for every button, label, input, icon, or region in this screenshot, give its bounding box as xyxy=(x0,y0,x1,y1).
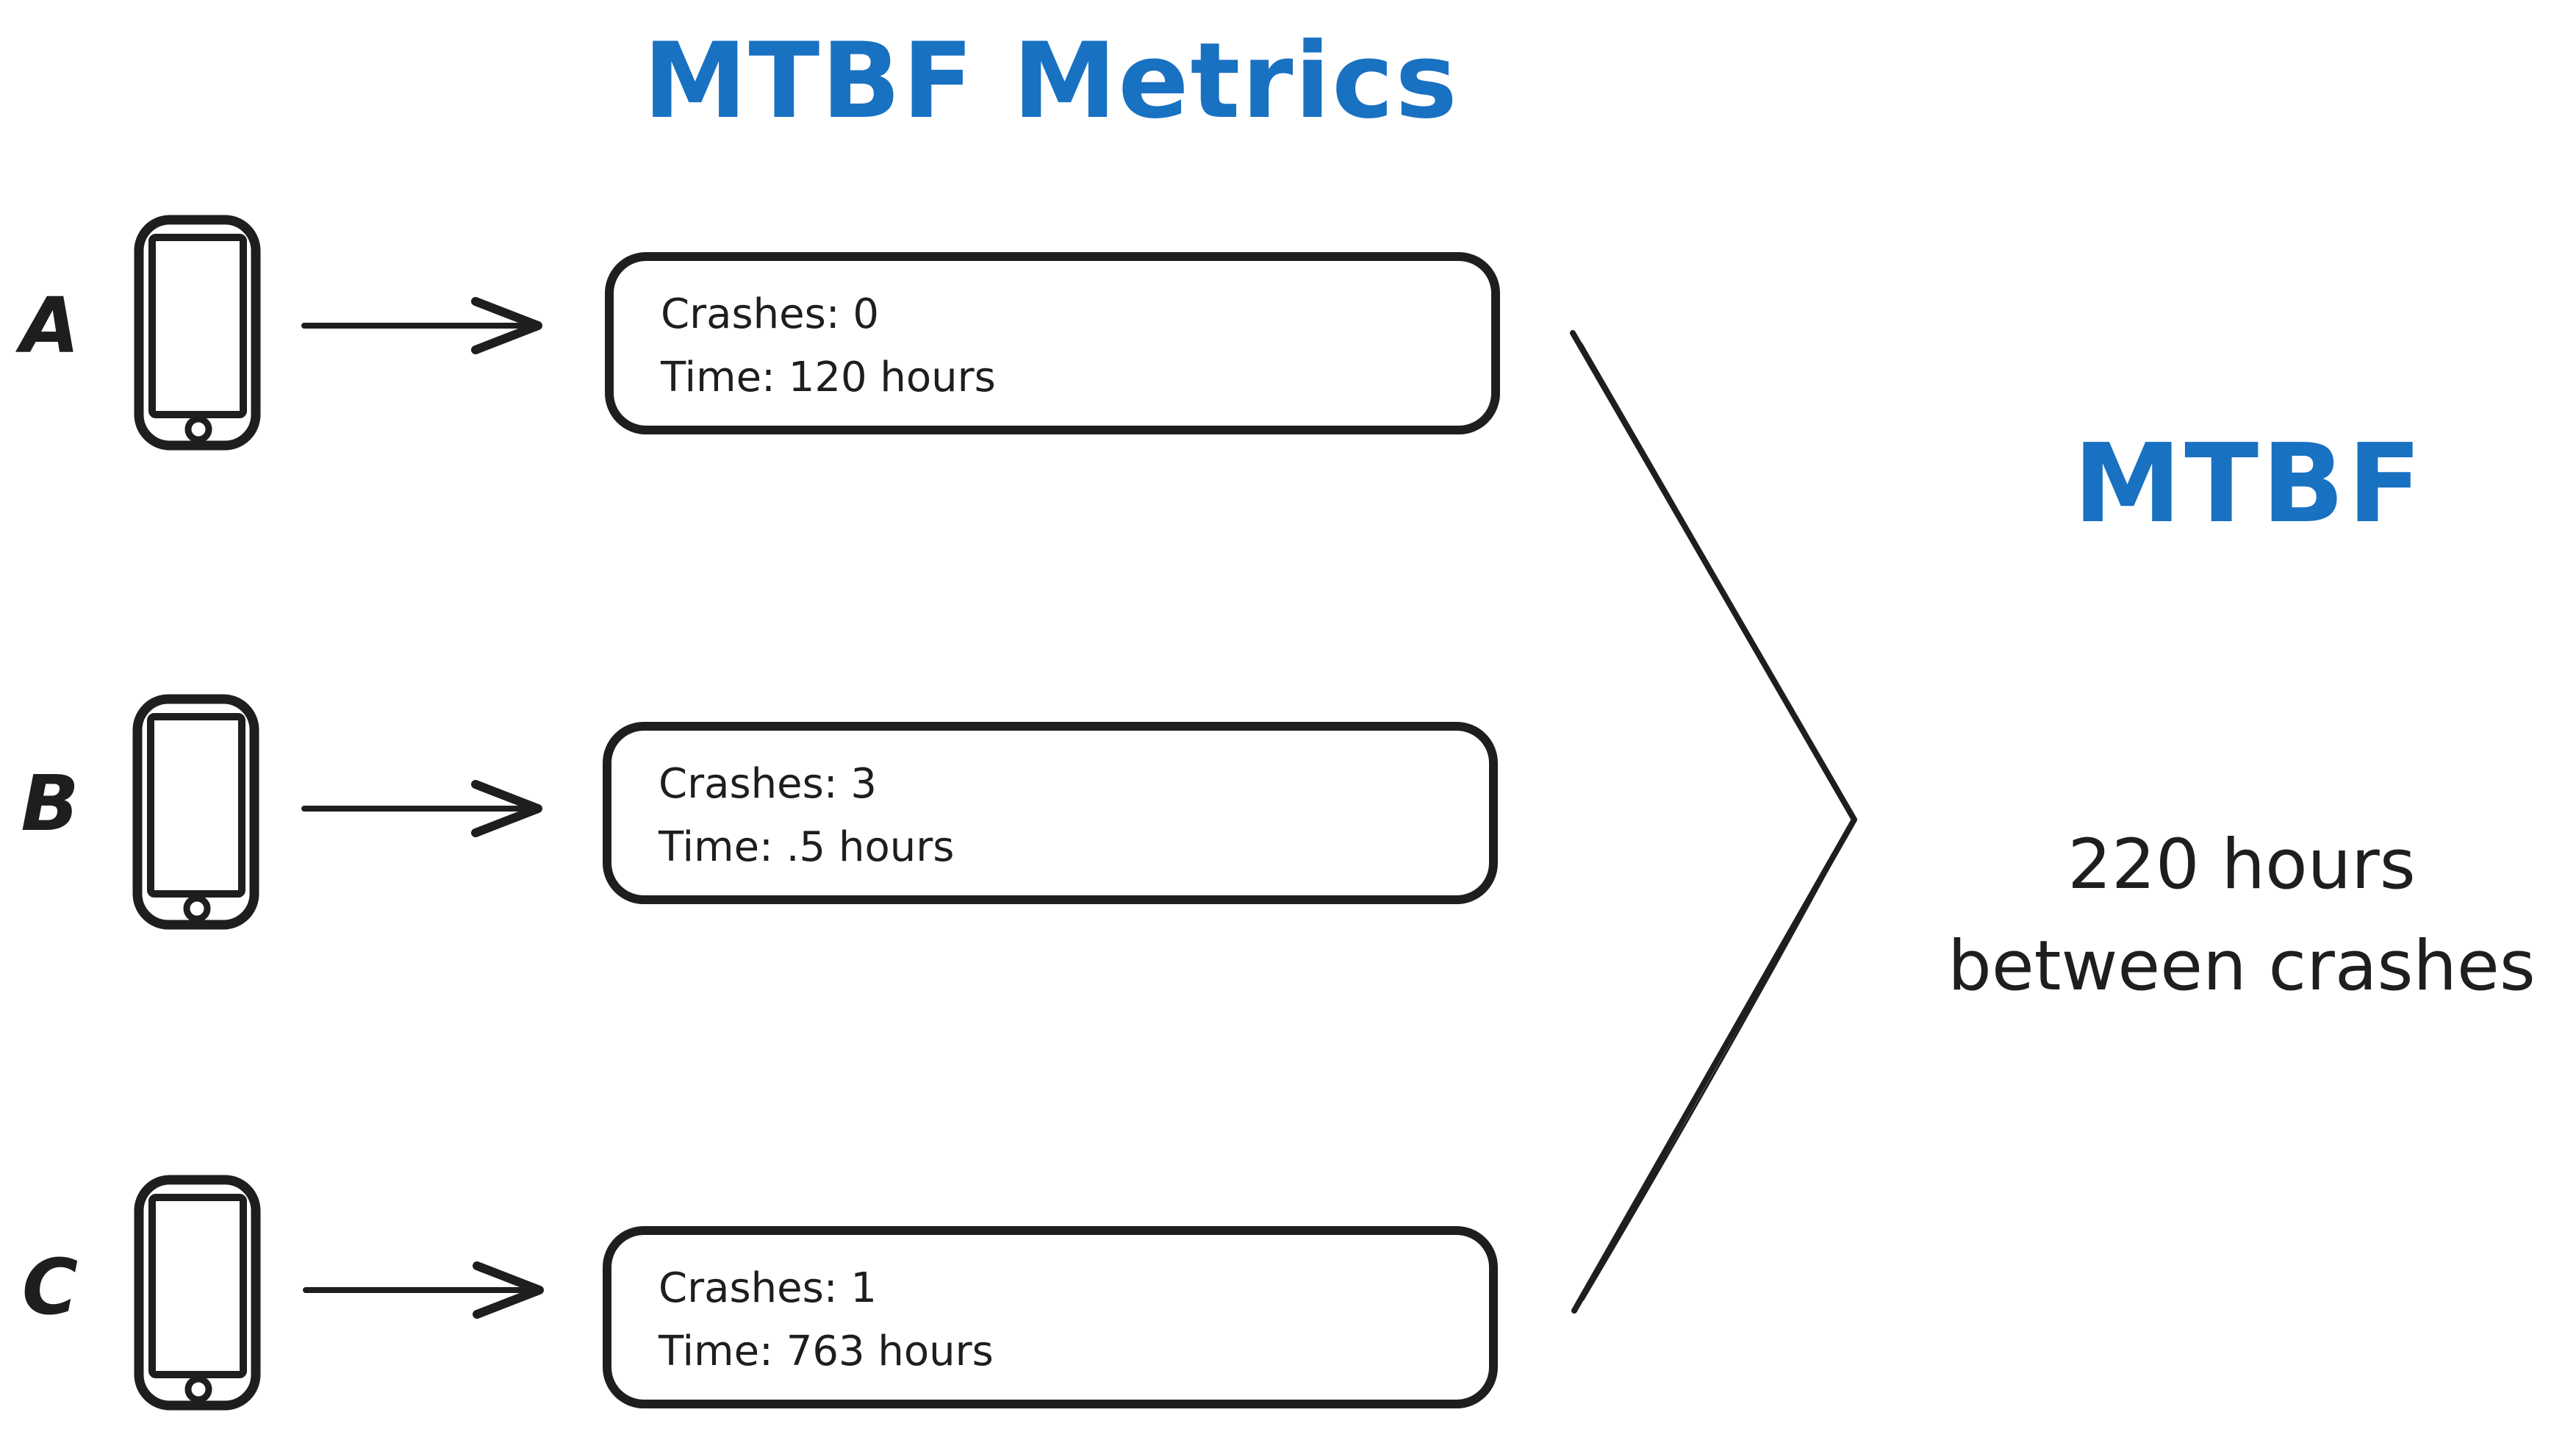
crashes-value: Crashes: 0 xyxy=(661,290,880,338)
metrics-box-b: Crashes: 3 Time: .5 hours xyxy=(603,722,1498,904)
phone-icon xyxy=(134,1175,261,1411)
crashes-value: Crashes: 3 xyxy=(659,760,878,808)
metrics-box-c: Crashes: 1 Time: 763 hours xyxy=(603,1226,1498,1408)
converge-chevron-icon xyxy=(1570,330,1857,1314)
result-heading: MTBF xyxy=(2073,420,2425,547)
arrow-right-icon xyxy=(301,780,542,837)
time-value: Time: 120 hours xyxy=(661,354,996,401)
metrics-box-a: Crashes: 0 Time: 120 hours xyxy=(605,252,1500,434)
arrow-right-icon xyxy=(301,297,542,354)
phone-icon xyxy=(134,215,261,451)
device-b-label: B xyxy=(21,759,79,848)
time-value: Time: 763 hours xyxy=(659,1328,994,1375)
phone-icon xyxy=(132,694,259,930)
diagram-title: MTBF Metrics xyxy=(643,21,1459,142)
device-c-label: C xyxy=(21,1242,79,1332)
crashes-value: Crashes: 1 xyxy=(659,1264,878,1312)
device-a-label: A xyxy=(20,281,80,370)
result-value-line2: between crashes xyxy=(1948,926,2536,1006)
result-value-line1: 220 hours xyxy=(2067,825,2416,905)
time-value: Time: .5 hours xyxy=(659,823,955,871)
arrow-right-icon xyxy=(303,1261,544,1319)
result-value: 220 hours between crashes xyxy=(1896,814,2576,1017)
